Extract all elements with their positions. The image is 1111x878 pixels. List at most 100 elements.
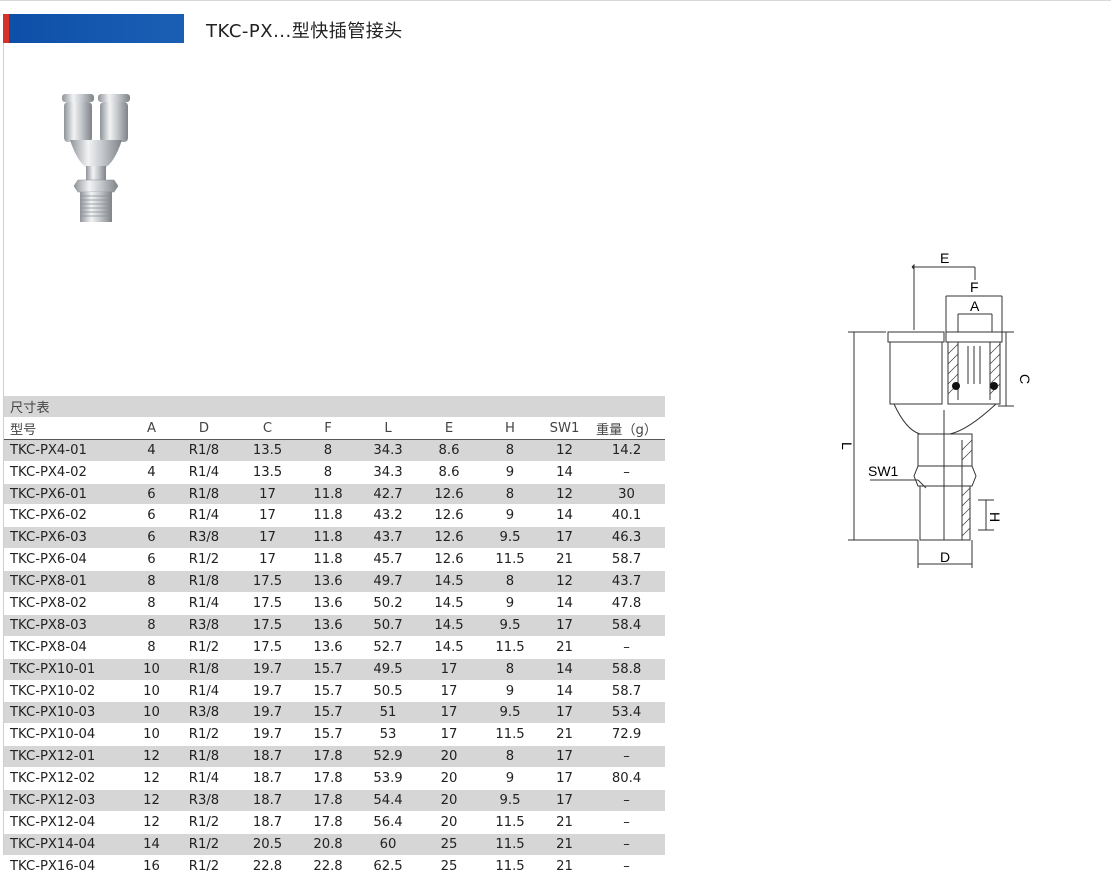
dimension-table: 尺寸表 型号 A D C F L E H SW1 重量（g） TKC-PX4-0… <box>4 396 666 878</box>
table-caption-row: 尺寸表 <box>4 396 666 418</box>
table-cell: 8 <box>479 658 541 681</box>
table-cell: – <box>588 461 666 484</box>
table-cell: 58.7 <box>588 548 666 572</box>
table-cell: 18.7 <box>236 789 299 812</box>
table-cell: 17 <box>236 483 299 506</box>
table-cell: R3/8 <box>172 789 236 812</box>
table-cell: 8 <box>299 439 357 462</box>
table-cell: 12.6 <box>419 548 479 572</box>
table-cell: 8 <box>131 614 172 637</box>
table-cell: 11.5 <box>479 723 541 747</box>
table-cell: 22.8 <box>236 855 299 878</box>
table-cell: 21 <box>541 723 588 747</box>
table-cell: 21 <box>541 855 588 878</box>
table-cell: 11.5 <box>479 811 541 834</box>
table-cell: 8 <box>479 570 541 594</box>
table-cell: 20 <box>419 745 479 769</box>
table-cell: 14.2 <box>588 439 666 462</box>
table-cell: TKC-PX4-02 <box>4 461 131 484</box>
table-cell: 34.3 <box>357 461 419 484</box>
table-cell: 14.5 <box>419 614 479 637</box>
table-cell: 50.2 <box>357 592 419 615</box>
table-cell: 19.7 <box>236 723 299 747</box>
table-cell: 21 <box>541 833 588 856</box>
table-cell: 8 <box>479 483 541 506</box>
table-header-row: 型号 A D C F L E H SW1 重量（g） <box>4 417 666 440</box>
table-cell: 22.8 <box>299 855 357 878</box>
table-cell: R1/8 <box>172 483 236 506</box>
table-cell: TKC-PX8-04 <box>4 636 131 659</box>
table-cell: TKC-PX6-02 <box>4 504 131 528</box>
table-cell: 20.5 <box>236 833 299 856</box>
table-cell: 58.8 <box>588 658 666 681</box>
table-cell: 13.6 <box>299 592 357 615</box>
table-cell: R1/8 <box>172 658 236 681</box>
table-cell: R1/4 <box>172 680 236 703</box>
table-cell: 12 <box>541 439 588 462</box>
table-cell: TKC-PX6-01 <box>4 483 131 506</box>
table-cell: 9.5 <box>479 701 541 725</box>
table-cell: R1/2 <box>172 811 236 834</box>
table-cell: 11.5 <box>479 833 541 856</box>
table-cell: TKC-PX8-02 <box>4 592 131 615</box>
table-cell: 13.5 <box>236 461 299 484</box>
table-caption: 尺寸表 <box>4 396 666 418</box>
table-cell: 14 <box>541 504 588 528</box>
dim-label-a: A <box>970 298 980 314</box>
table-cell: R3/8 <box>172 614 236 637</box>
table-cell: 53.9 <box>357 767 419 791</box>
table-cell: R1/4 <box>172 592 236 615</box>
page-title: TKC-PX...型快插管接头 <box>206 21 403 42</box>
table-cell: 30 <box>588 483 666 506</box>
table-cell: 17 <box>419 658 479 681</box>
table-cell: 4 <box>131 461 172 484</box>
table-cell: 13.5 <box>236 439 299 462</box>
table-cell: – <box>588 855 666 878</box>
col-header: E <box>419 417 479 440</box>
table-cell: 52.7 <box>357 636 419 659</box>
col-header: F <box>299 417 357 440</box>
table-cell: 15.7 <box>299 723 357 747</box>
table-cell: 17 <box>541 701 588 725</box>
table-cell: TKC-PX14-04 <box>4 833 131 856</box>
table-cell: TKC-PX4-01 <box>4 439 131 462</box>
table-cell: – <box>588 811 666 834</box>
col-header: L <box>357 417 419 440</box>
table-cell: 12.6 <box>419 526 479 550</box>
table-cell: 47.8 <box>588 592 666 615</box>
table-cell: TKC-PX10-01 <box>4 658 131 681</box>
table-cell: 9 <box>479 592 541 615</box>
table-cell: 17.8 <box>299 811 357 834</box>
col-header: SW1 <box>541 417 588 440</box>
table-cell: 25 <box>419 833 479 856</box>
table-cell: R1/8 <box>172 439 236 462</box>
table-cell: 14.5 <box>419 570 479 594</box>
table-cell: 46.3 <box>588 526 666 550</box>
table-cell: 19.7 <box>236 680 299 703</box>
table-cell: 14.5 <box>419 636 479 659</box>
table-cell: 11.8 <box>299 526 357 550</box>
table-cell: 6 <box>131 548 172 572</box>
table-cell: – <box>588 789 666 812</box>
table-cell: R1/4 <box>172 461 236 484</box>
table-cell: 8 <box>131 592 172 615</box>
table-cell: 17.8 <box>299 789 357 812</box>
table-cell: 14.5 <box>419 592 479 615</box>
table-cell: 13.6 <box>299 614 357 637</box>
table-cell: 6 <box>131 483 172 506</box>
table-cell: – <box>588 636 666 659</box>
table-cell: 25 <box>419 855 479 878</box>
